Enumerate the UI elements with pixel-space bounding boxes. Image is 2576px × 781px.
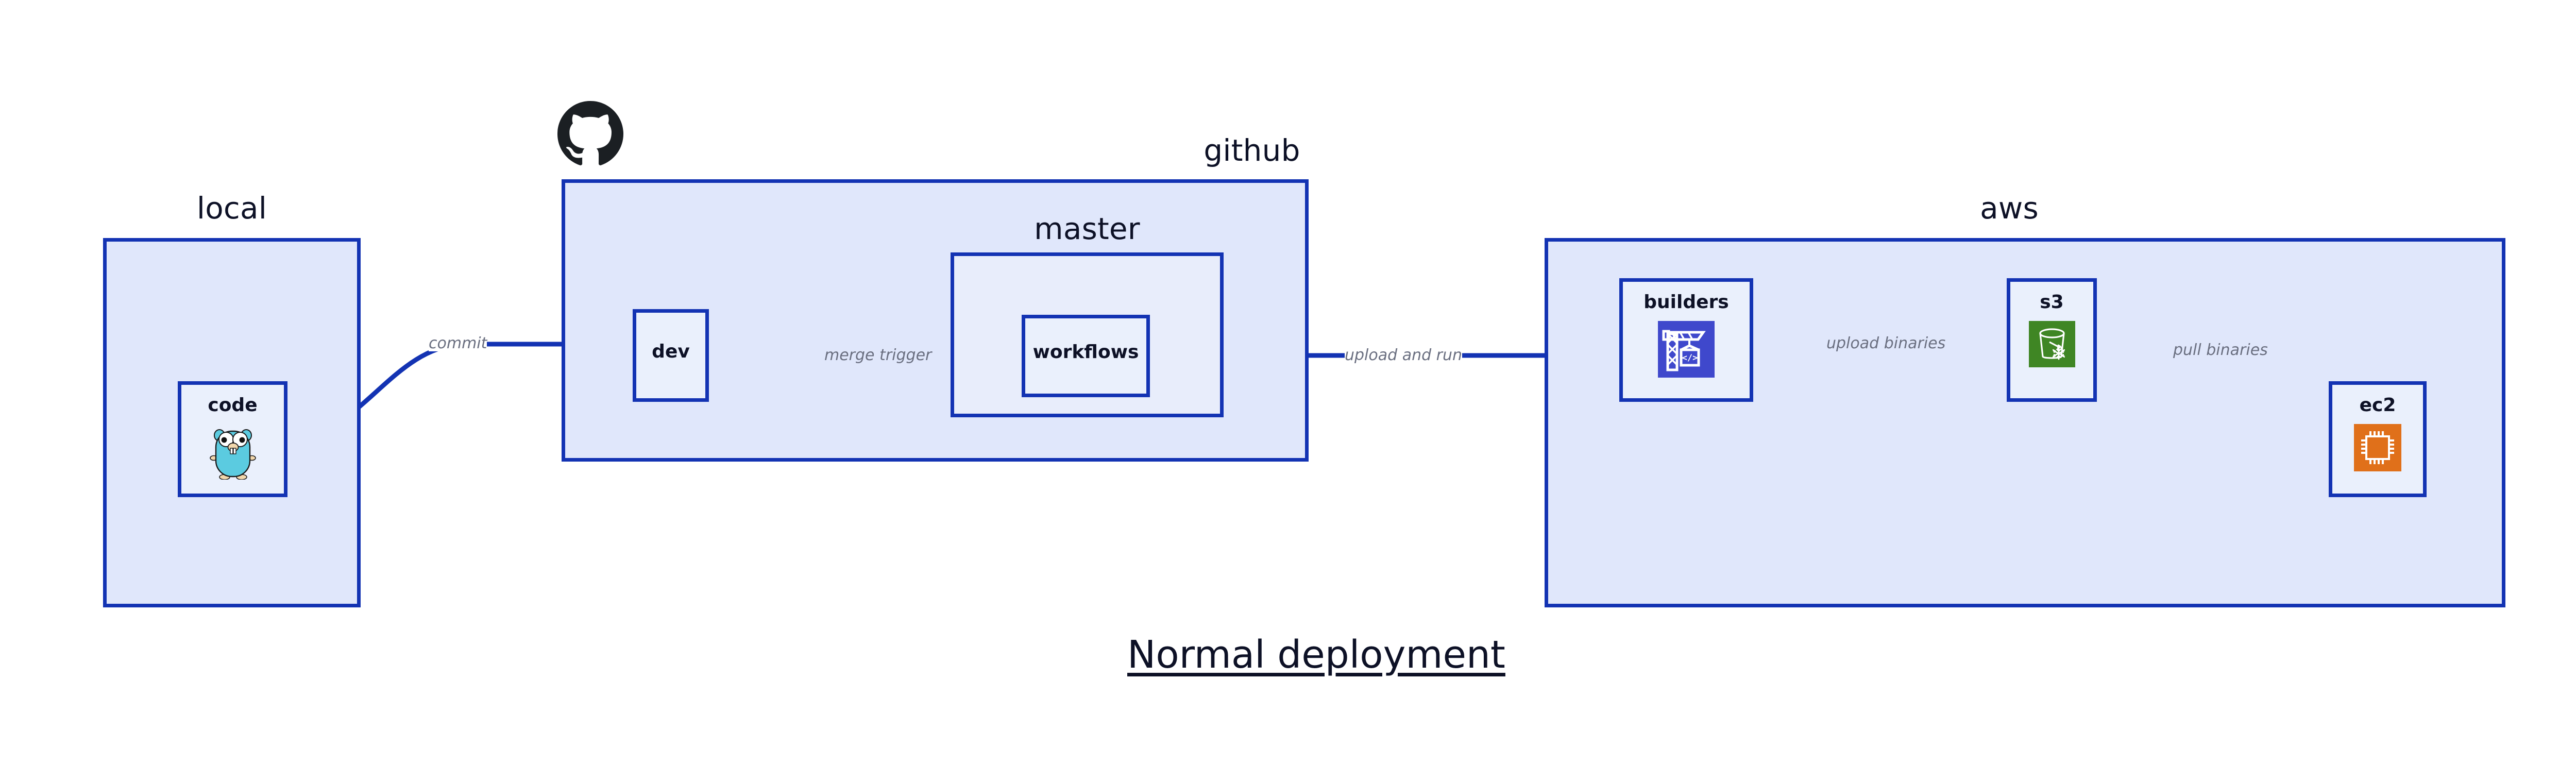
edge-label-upload-and-run: upload and run xyxy=(1345,346,1463,364)
github-octocat-icon xyxy=(557,101,623,167)
node-label-dev: dev xyxy=(652,341,690,362)
node-label-code: code xyxy=(208,395,258,416)
node-label-builders: builders xyxy=(1643,292,1729,313)
aws-ec2-icon xyxy=(2354,424,2401,473)
node-label-s3: s3 xyxy=(2040,292,2064,313)
cluster-label-master: master xyxy=(1034,211,1140,246)
go-gopher-icon xyxy=(209,424,257,482)
node-ec2[interactable]: ec2 xyxy=(2329,381,2427,497)
node-dev[interactable]: dev xyxy=(633,309,709,402)
aws-codebuild-icon: </> xyxy=(1658,321,1715,380)
node-label-workflows: workflows xyxy=(1032,342,1139,363)
node-workflows[interactable]: workflows xyxy=(1022,315,1150,397)
cluster-label-github: github xyxy=(1204,133,1300,168)
svg-text:</>: </> xyxy=(1682,353,1698,363)
node-label-ec2: ec2 xyxy=(2359,395,2396,416)
node-code[interactable]: code xyxy=(178,381,287,497)
edge-label-merge-trigger: merge trigger xyxy=(824,346,932,364)
aws-s3-glacier-icon xyxy=(2028,321,2075,369)
node-s3[interactable]: s3 xyxy=(2007,278,2097,402)
edge-label-pull-binaries: pull binaries xyxy=(2173,341,2268,359)
diagram-title: Normal deployment xyxy=(1127,633,1505,677)
edge-label-commit: commit xyxy=(429,334,487,352)
edge-label-upload-binaries: upload binaries xyxy=(1826,334,1946,352)
cluster-label-local: local xyxy=(196,191,267,226)
cluster-label-aws: aws xyxy=(1980,191,2039,226)
node-builders[interactable]: builders xyxy=(1619,278,1753,402)
